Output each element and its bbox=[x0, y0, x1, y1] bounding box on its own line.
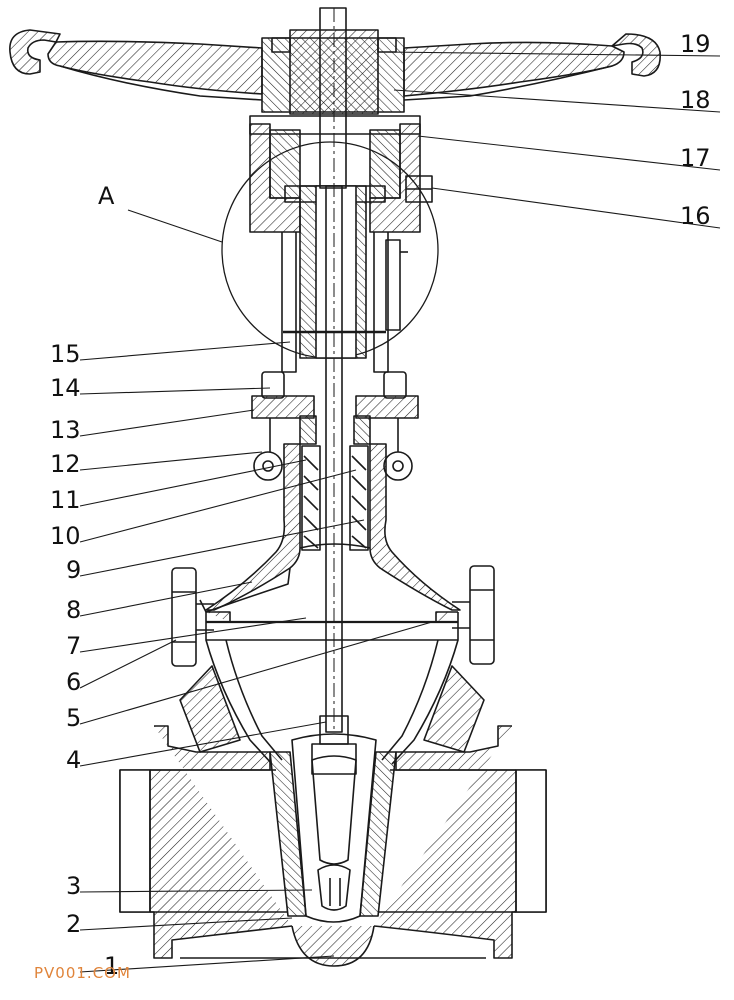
gland-assembly bbox=[251, 371, 419, 481]
callout-9: 9 bbox=[66, 556, 81, 584]
callout-15: 15 bbox=[50, 340, 81, 368]
callout-2: 2 bbox=[66, 910, 81, 938]
stem bbox=[319, 7, 347, 733]
callout-8: 8 bbox=[66, 596, 81, 624]
callout-3: 3 bbox=[66, 872, 81, 900]
callout-12: 12 bbox=[50, 450, 81, 478]
valve-body bbox=[119, 639, 547, 967]
seats bbox=[269, 751, 397, 917]
body-bonnet-flange bbox=[171, 565, 495, 667]
callout-labels: A 15 14 13 12 11 10 9 8 7 6 5 4 3 2 1 19… bbox=[50, 30, 711, 980]
callout-10: 10 bbox=[50, 522, 81, 550]
callout-6: 6 bbox=[66, 668, 81, 696]
bonnet bbox=[205, 443, 461, 611]
callout-1: 1 bbox=[104, 952, 119, 980]
callout-5: 5 bbox=[66, 704, 81, 732]
callout-18: 18 bbox=[680, 86, 711, 114]
callout-a: A bbox=[98, 182, 115, 210]
handwheel bbox=[9, 29, 661, 115]
watermark: PV001.COM bbox=[34, 964, 131, 982]
callout-4: 4 bbox=[66, 746, 81, 774]
wedge bbox=[291, 715, 377, 923]
callout-19: 19 bbox=[680, 30, 711, 58]
callout-17: 17 bbox=[680, 144, 711, 172]
callout-7: 7 bbox=[66, 632, 81, 660]
callout-16: 16 bbox=[680, 202, 711, 230]
callout-13: 13 bbox=[50, 416, 81, 444]
callout-11: 11 bbox=[50, 486, 81, 514]
leader-lines bbox=[79, 51, 721, 973]
callout-14: 14 bbox=[50, 374, 81, 402]
